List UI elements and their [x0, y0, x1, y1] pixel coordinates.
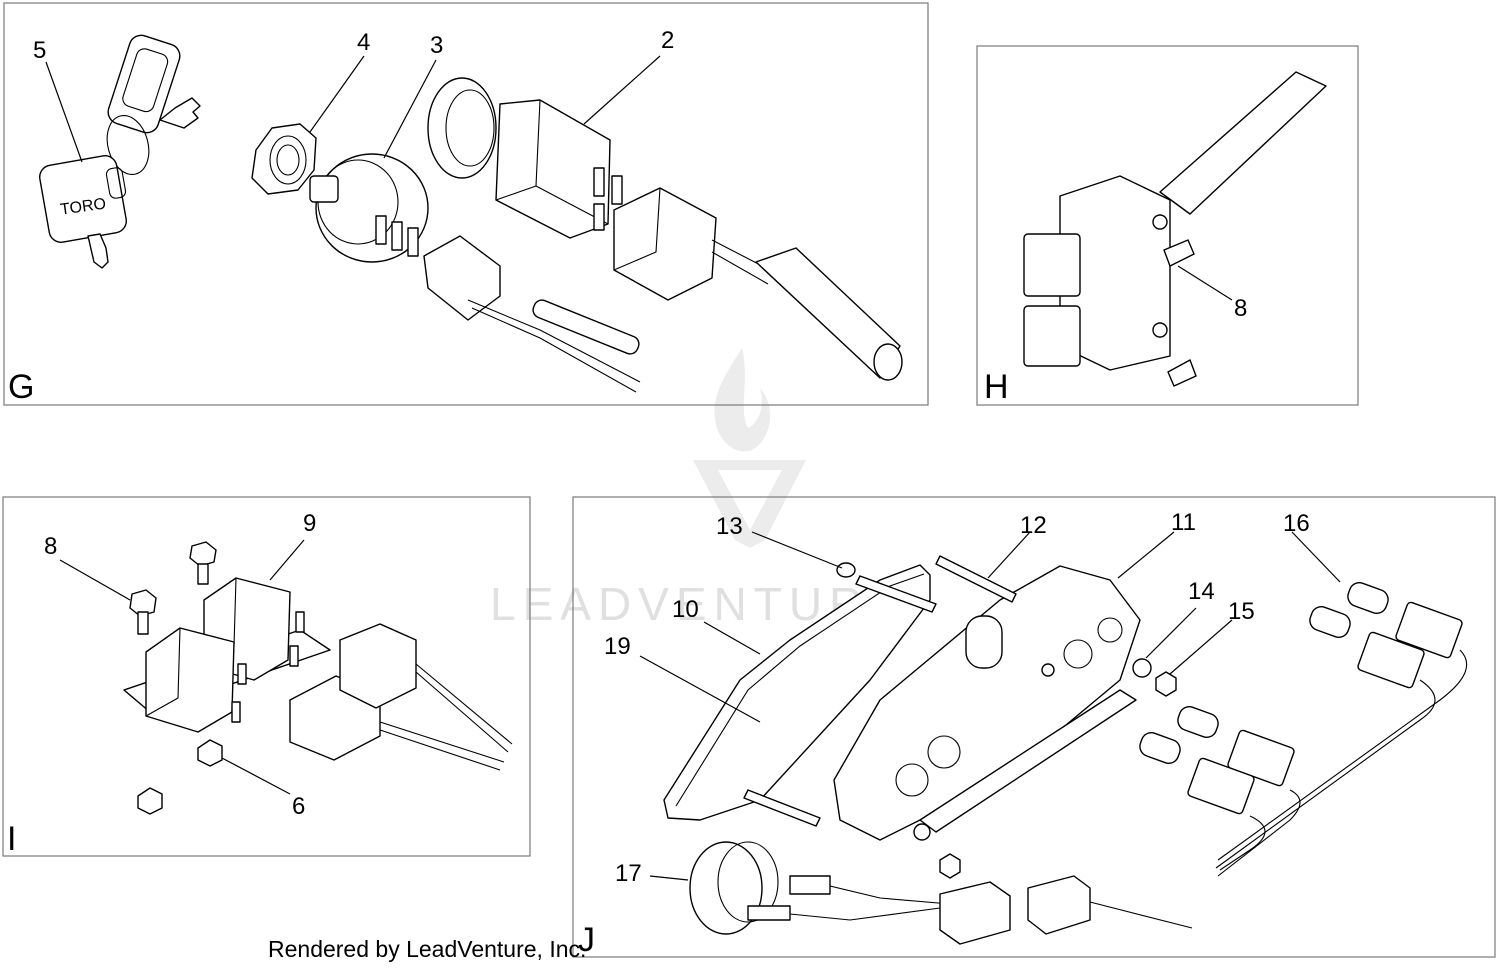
i-bolt-1 [129, 589, 157, 617]
pin-part-12 [935, 555, 1017, 603]
callout-13: 13 [716, 513, 743, 540]
callout-16: 16 [1283, 510, 1310, 537]
i-nut-2 [137, 787, 163, 815]
i-bolt-2 [189, 541, 217, 567]
lamp-harness-part-16 [1139, 582, 1468, 877]
nut-part-15 [1155, 671, 1177, 697]
callout-3: 3 [430, 32, 443, 59]
h-pin-lower [1167, 359, 1197, 387]
washer-part-13 [836, 562, 856, 578]
callout-4: 4 [357, 29, 370, 56]
callout-11: 11 [1171, 509, 1196, 536]
callout-15: 15 [1228, 598, 1255, 625]
switch-harness [613, 187, 903, 381]
callout-6: 6 [292, 793, 305, 820]
panel-i: I 8 9 6 [2, 496, 531, 858]
i-nut-1 [197, 739, 223, 767]
panel-g-frame [3, 2, 929, 406]
panel-j-letter: J [578, 921, 595, 959]
rendered-by-footer: Rendered by LeadVenture, Inc. [268, 936, 586, 962]
callout-8-i: 8 [44, 533, 57, 560]
nut-part-4 [251, 123, 317, 195]
callout-5: 5 [33, 37, 46, 64]
callout-19: 19 [604, 633, 631, 660]
switch-part-2 [427, 77, 623, 239]
pin-lower [743, 789, 821, 827]
callout-12: 12 [1020, 512, 1047, 539]
washer-part-14 [1132, 658, 1152, 678]
j-spacer [965, 615, 1003, 669]
h-pin-upper [1163, 239, 1195, 267]
callout-8-h: 8 [1234, 295, 1247, 322]
panel-i-letter: I [7, 820, 16, 858]
h-wire-loom [1159, 71, 1327, 215]
leadventure-watermark: LEADVENTURE [490, 348, 900, 630]
h-relay-upper [1023, 233, 1081, 297]
panel-g: G TORO [3, 2, 929, 406]
ignition-switch-part-3 [309, 153, 641, 393]
panel-h-letter: H [984, 368, 1009, 406]
panel-j: J [572, 496, 1496, 959]
panel-h: H 8 [976, 45, 1359, 406]
callout-17: 17 [615, 860, 642, 887]
key-tag-text: TORO [59, 195, 107, 218]
callout-9: 9 [303, 510, 316, 537]
panel-housing-part-11 [833, 565, 1141, 841]
decal-part-19 [663, 564, 931, 821]
pin-part-13 [855, 575, 937, 613]
i-relay-front [145, 627, 235, 733]
h-relay-lower [1023, 305, 1081, 367]
panel-h-frame [976, 45, 1359, 406]
flame-logo-icon [714, 348, 771, 452]
ignition-keys: TORO [39, 34, 201, 269]
panel-j-frame [572, 496, 1496, 958]
callout-10: 10 [672, 596, 699, 623]
alarm-part-17 [689, 841, 1193, 945]
panel-i-frame [2, 496, 531, 857]
v-logo-icon [693, 460, 806, 548]
callout-2: 2 [661, 27, 674, 54]
panel-g-letter: G [8, 368, 34, 406]
callout-14: 14 [1188, 578, 1215, 605]
j-bottom-rail [919, 689, 1137, 833]
i-connector-2 [339, 623, 417, 709]
